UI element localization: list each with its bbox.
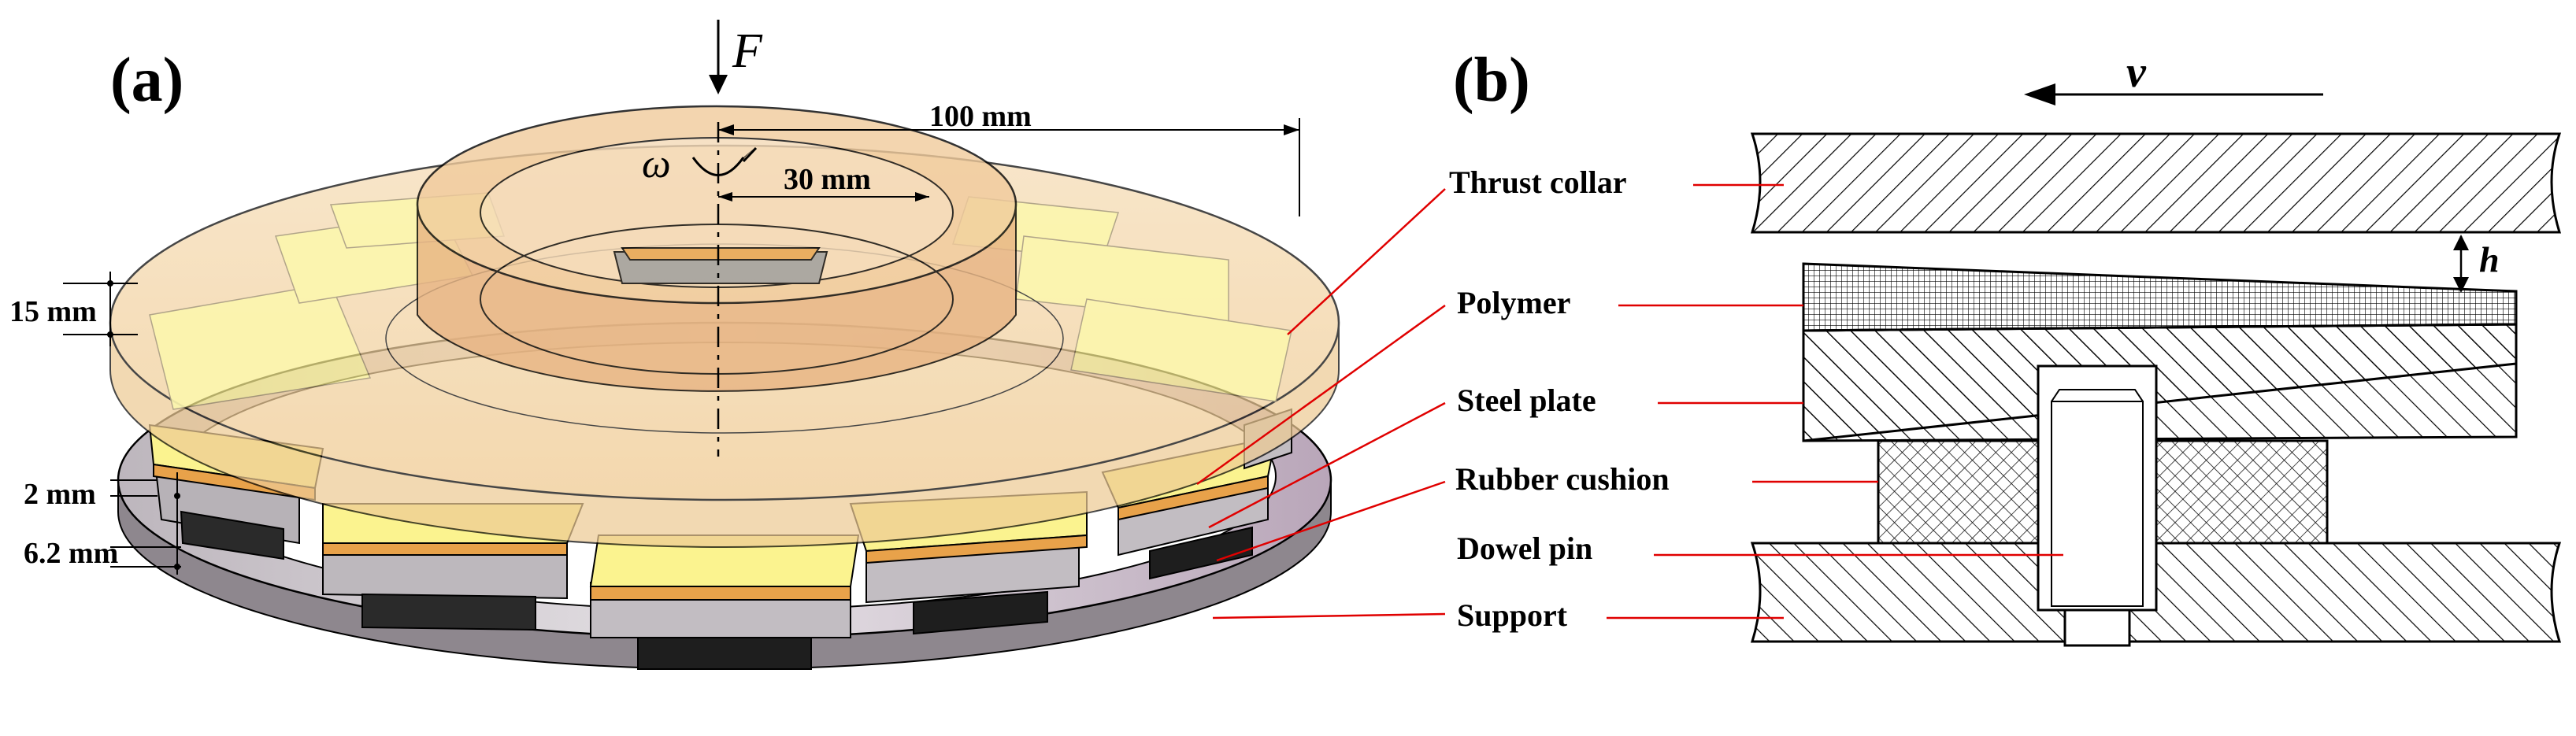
- leader-lines-a: [1196, 188, 1446, 619]
- dim-outer: [718, 118, 1300, 216]
- gap-label: h: [2479, 239, 2500, 279]
- panel-b-tag: (b): [1453, 46, 1530, 115]
- collar-block: [1750, 132, 2562, 234]
- dim-inner: [718, 192, 929, 202]
- label-steel-plate: Steel plate: [1457, 383, 1596, 418]
- inner-ring: [416, 105, 1017, 392]
- label-rubber-cushion: Rubber cushion: [1455, 461, 1670, 497]
- panel-a: (a): [9, 20, 1446, 670]
- leader-lines-b: [1607, 183, 2063, 619]
- panel-a-tag: (a): [110, 46, 183, 115]
- dim-steel-label: 6.2 mm: [24, 537, 118, 570]
- steel-plate-body: [1802, 323, 2518, 442]
- dim-pad-label: 2 mm: [24, 478, 96, 511]
- label-dowel-pin: Dowel pin: [1457, 531, 1592, 566]
- panel-b: (b) v h: [1449, 46, 2562, 647]
- dim-thickness-label: 15 mm: [9, 295, 97, 328]
- dim-thickness: [63, 272, 138, 346]
- gap-dimension: [2453, 235, 2469, 293]
- force-label: F: [732, 24, 763, 78]
- omega-label: ω: [642, 142, 671, 187]
- label-thrust-collar: Thrust collar: [1449, 165, 1627, 200]
- label-polymer: Polymer: [1457, 285, 1570, 320]
- dim-pad-steel: [110, 472, 181, 575]
- velocity-label: v: [2126, 48, 2147, 97]
- velocity-arrow: [2024, 83, 2323, 105]
- dim-inner-label: 30 mm: [784, 163, 871, 196]
- thrust-collar-disk: [109, 144, 1340, 548]
- dim-outer-label: 100 mm: [929, 100, 1032, 133]
- dowel-pin: [2037, 364, 2158, 647]
- rotation-arrow: [691, 146, 758, 176]
- force-arrow: [709, 20, 728, 94]
- polymer-layer: [1802, 262, 2518, 332]
- label-support: Support: [1457, 597, 1568, 633]
